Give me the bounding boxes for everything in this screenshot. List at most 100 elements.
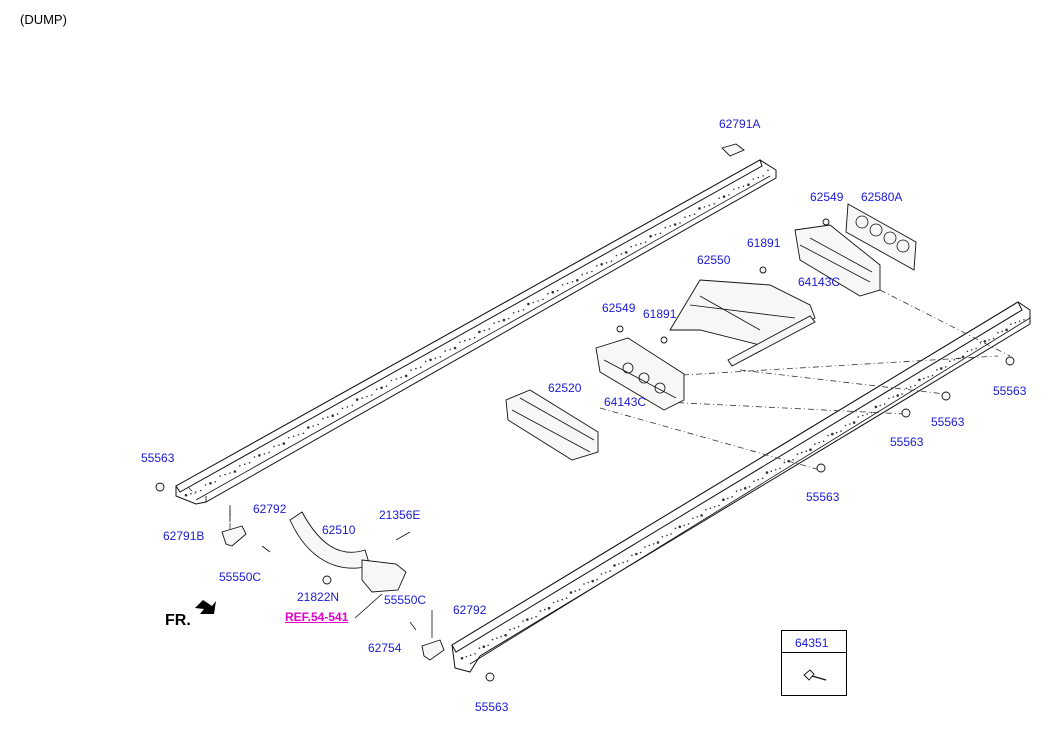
rail-hole <box>753 480 755 483</box>
rail-hole <box>429 358 432 362</box>
part-55563-r3-label[interactable]: 55563 <box>890 435 924 449</box>
rail-hole <box>566 282 569 285</box>
rail-hole <box>1005 328 1008 332</box>
part-55563-center-label[interactable]: 55563 <box>806 490 840 504</box>
rail-hole <box>576 279 579 282</box>
rail-hole <box>331 414 335 418</box>
rail-hole <box>469 654 472 657</box>
rail-hole <box>644 241 647 243</box>
rail-hole <box>848 423 851 425</box>
rail-hole <box>770 470 773 473</box>
part-62549-mid-label[interactable]: 62549 <box>602 301 636 315</box>
part-21822N-label[interactable]: 21822N <box>297 590 340 604</box>
rail-hole <box>862 414 864 417</box>
rail-hole <box>613 564 616 567</box>
rail-hole <box>874 405 878 409</box>
rail-hole <box>581 273 583 276</box>
part-21356E-label[interactable]: 21356E <box>379 508 421 522</box>
rail-hole <box>722 498 725 502</box>
part-61891-mid-label[interactable]: 61891 <box>643 307 677 321</box>
rail-hole <box>195 491 197 493</box>
rail-hole <box>297 434 300 436</box>
part-62580A-label[interactable]: 62580A <box>861 190 903 204</box>
part-62549-top-label[interactable]: 62549 <box>810 190 844 204</box>
rail-hole <box>460 656 464 660</box>
part-62550-label[interactable]: 62550 <box>697 253 731 267</box>
rail-hole <box>551 290 555 294</box>
part-62791B-label[interactable]: 62791B <box>163 529 205 543</box>
part-55563-r2-label[interactable]: 55563 <box>931 415 965 429</box>
crossmember-front <box>505 389 599 461</box>
rail-hole <box>857 416 860 418</box>
rail-hole <box>544 608 546 611</box>
part-64143C-top-label[interactable]: 64143C <box>798 275 841 289</box>
left-side-rail <box>175 159 777 505</box>
part-62792-left-label[interactable]: 62792 <box>253 502 287 516</box>
rail-hole <box>351 404 354 407</box>
rail-hole <box>1018 320 1021 323</box>
rail-hole <box>385 385 388 388</box>
rail-hole <box>661 536 664 538</box>
front-indicator: FR. <box>165 612 191 629</box>
legend-part-code[interactable]: 64351 <box>795 636 829 650</box>
rail-hole <box>852 421 856 424</box>
rail-hole <box>380 386 383 390</box>
front-arrow-icon <box>195 600 216 614</box>
rail-hole <box>626 560 629 562</box>
rail-hole <box>761 477 764 480</box>
rail-hole <box>473 336 476 339</box>
rail-hole <box>718 504 720 507</box>
rail-hole <box>979 341 982 344</box>
rail-hole <box>997 331 999 334</box>
part-55563-right-label[interactable]: 55563 <box>993 384 1027 398</box>
part-55550C-mid-label[interactable]: 55550C <box>384 593 427 607</box>
rail-hole <box>666 534 668 537</box>
part-62792-mid-label[interactable]: 62792 <box>453 603 487 617</box>
reference-link[interactable]: REF.54-541 <box>285 610 349 624</box>
rail-hole <box>822 440 825 443</box>
part-62520-label[interactable]: 62520 <box>548 381 582 395</box>
rail-hole <box>444 350 447 352</box>
rail-hole <box>659 232 662 235</box>
part-55550C-left-label[interactable]: 55550C <box>219 570 262 584</box>
rail-hole <box>302 432 305 435</box>
rail-hole <box>883 403 886 405</box>
rail-hole <box>491 638 494 641</box>
part-62791A-label[interactable]: 62791A <box>719 117 761 131</box>
part-61891-top-label[interactable]: 61891 <box>747 236 781 250</box>
rail-hole <box>336 413 339 415</box>
rail-hole <box>649 235 652 238</box>
rail-hole <box>420 366 422 368</box>
left-rail-holes <box>184 169 769 497</box>
rail-hole <box>375 388 378 391</box>
rail-hole <box>831 432 834 436</box>
rail-hole <box>278 444 280 446</box>
rail-hole <box>184 493 188 497</box>
rail-hole <box>258 454 261 457</box>
rail-hole <box>767 169 769 171</box>
part-64143C-mid-label[interactable]: 64143C <box>604 395 647 409</box>
rail-hole <box>733 188 735 191</box>
rail-hole <box>674 527 677 530</box>
rail-hole <box>722 195 726 198</box>
crossmember-mid <box>595 337 685 411</box>
rail-hole <box>600 573 603 575</box>
rail-hole <box>801 451 803 454</box>
rail-hole <box>219 475 221 477</box>
crossmember-center <box>669 279 816 367</box>
rail-hole <box>390 379 393 382</box>
part-55563-left-label[interactable]: 55563 <box>141 451 175 465</box>
part-62754-label[interactable]: 62754 <box>368 641 402 655</box>
rail-hole <box>718 197 720 199</box>
rail-hole <box>512 312 515 314</box>
rail-hole <box>434 357 437 360</box>
part-55563-bottom-label[interactable]: 55563 <box>475 700 509 714</box>
rail-hole <box>670 533 672 535</box>
rail-hole <box>988 339 990 341</box>
rail-hole <box>669 225 671 227</box>
rail-hole <box>939 367 943 370</box>
rail-hole <box>678 525 682 529</box>
rail-hole <box>693 213 696 215</box>
rail-hole <box>740 488 742 491</box>
part-62510-label[interactable]: 62510 <box>322 523 356 537</box>
